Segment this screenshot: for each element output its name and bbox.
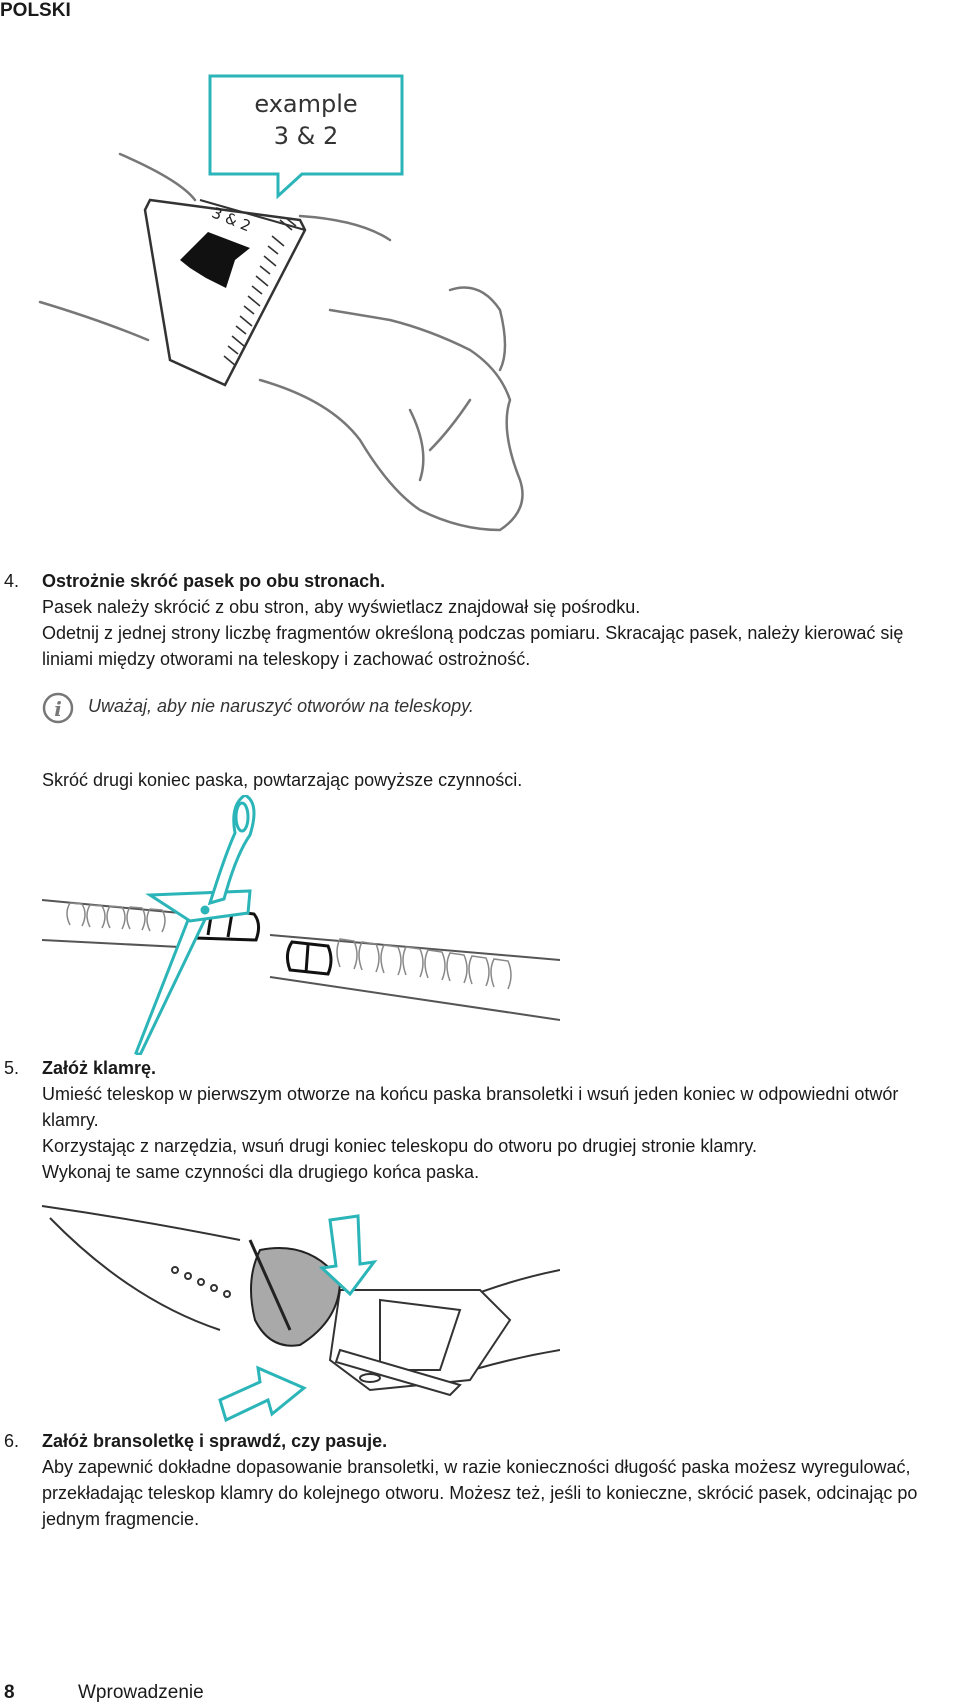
- step-text: Aby zapewnić dokładne dopasowanie branso…: [42, 1457, 918, 1529]
- callout-box: example 3 & 2: [208, 74, 404, 200]
- note-text: Uważaj, aby nie naruszyć otworów na tele…: [88, 696, 474, 716]
- step-text: Pasek należy skrócić z obu stron, aby wy…: [42, 597, 641, 617]
- step-number: 5.: [4, 1058, 20, 1078]
- arrow-right-icon: [218, 1365, 307, 1423]
- step-text: Wykonaj te same czynności dla drugiego k…: [42, 1162, 480, 1182]
- page-number: 8: [4, 1682, 15, 1703]
- step-title: Załóż bransoletkę i sprawdź, czy pasuje.: [42, 1431, 388, 1451]
- info-icon: i: [42, 692, 74, 724]
- wrist-measure-illustration: example 3 & 2: [38, 74, 524, 532]
- callout-line1: example: [254, 90, 357, 118]
- callout-line2: 3 & 2: [274, 122, 339, 150]
- scissors-icon: [134, 795, 256, 1055]
- clasp: [328, 1289, 512, 1397]
- step-title: Ostrożnie skróć pasek po obu stronach.: [42, 571, 386, 591]
- language-label: POLSKI: [0, 0, 71, 21]
- step-text: Umieść teleskop w pierwszym otworze na k…: [42, 1084, 899, 1130]
- step-number: 4.: [4, 571, 20, 591]
- svg-text:i: i: [54, 697, 62, 721]
- arrow-down-icon: [318, 1214, 378, 1297]
- tool-disc: [250, 1247, 342, 1347]
- step-4: 4. Ostrożnie skróć pasek po obu stronach…: [4, 568, 944, 672]
- step-text: Odetnij z jednej strony liczbę fragmentó…: [42, 623, 904, 669]
- repeat-instruction: Skróć drugi koniec paska, powtarzając po…: [42, 770, 523, 790]
- step-text: Korzystając z narzędzia, wsuń drugi koni…: [42, 1136, 758, 1156]
- clasp-illustration: [41, 1205, 560, 1423]
- step-5: 5. Załóż klamrę. Umieść teleskop w pierw…: [4, 1055, 944, 1185]
- band-links: [66, 902, 512, 990]
- cut-band-illustration: [41, 795, 560, 1055]
- band-holes: [171, 1266, 231, 1298]
- step-6: 6. Załóż bransoletkę i sprawdź, czy pasu…: [4, 1428, 944, 1532]
- arrow-icon: [180, 232, 250, 288]
- footer-section: Wprowadzenie: [78, 1682, 204, 1703]
- step-number: 6.: [4, 1431, 20, 1451]
- measuring-band: 3 & 2: [143, 198, 307, 387]
- step-title: Załóż klamrę.: [42, 1058, 157, 1078]
